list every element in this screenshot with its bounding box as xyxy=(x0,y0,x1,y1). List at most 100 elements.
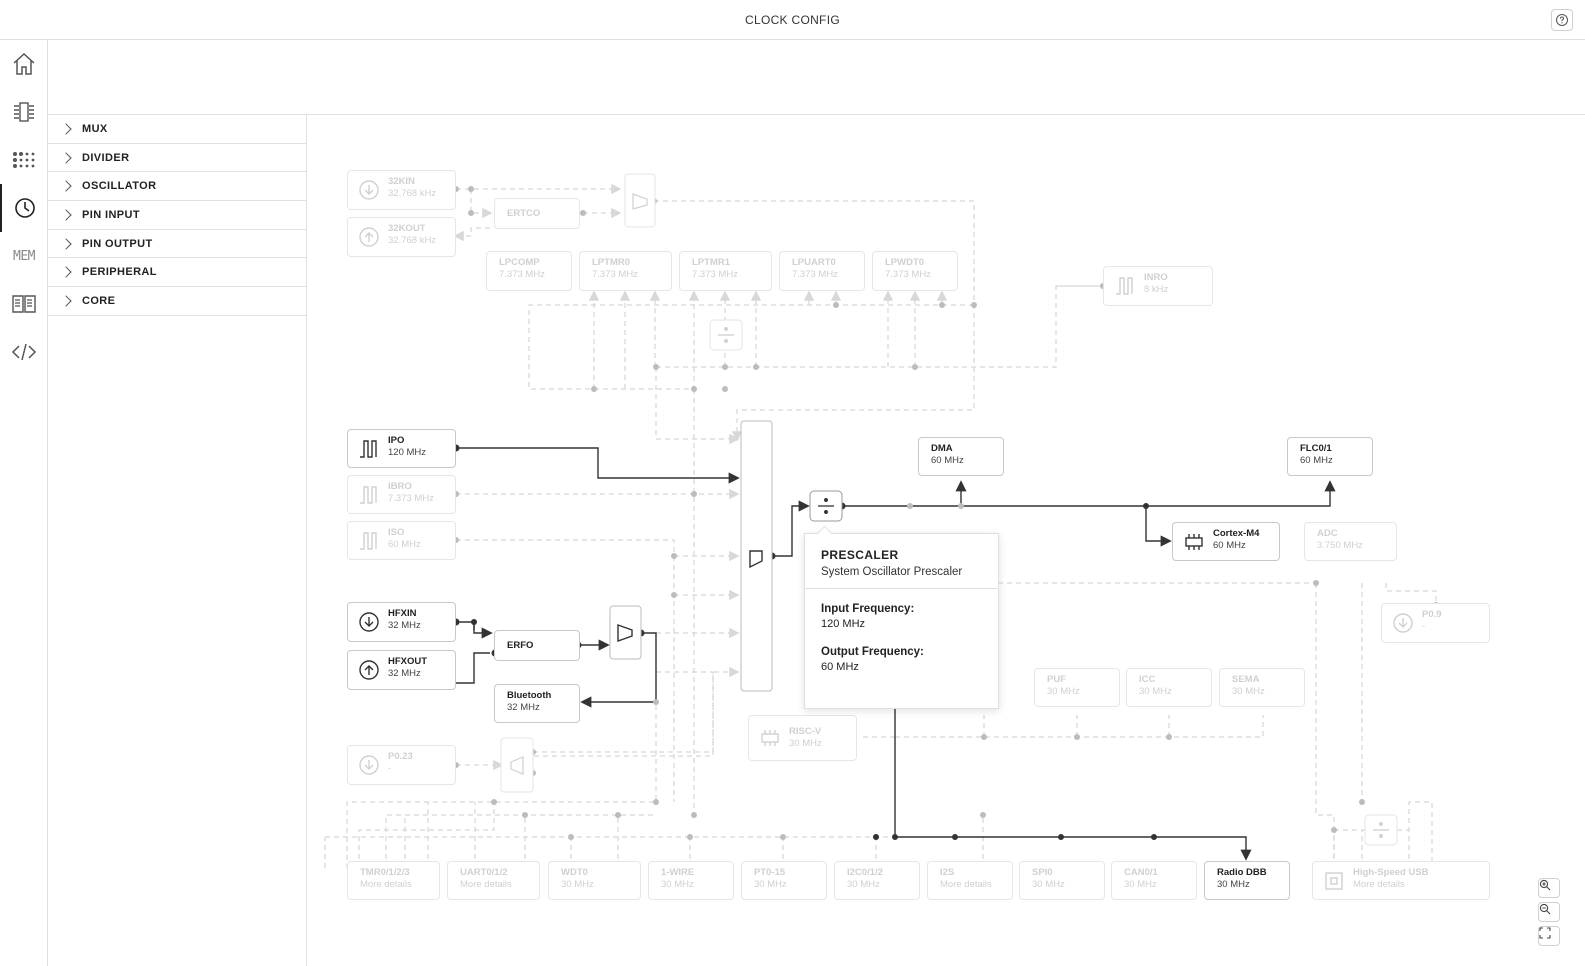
node-frequency: 30 MHz xyxy=(1032,879,1065,890)
sidebar-item-peripheral[interactable]: PERIPHERAL xyxy=(48,258,306,288)
clock-icon xyxy=(15,198,35,218)
system-mux[interactable] xyxy=(740,420,773,692)
toolbar-area xyxy=(48,40,1585,115)
node-icc[interactable]: ICC 30 MHz xyxy=(1126,668,1212,707)
node-puf[interactable]: PUF 30 MHz xyxy=(1034,668,1120,707)
node-title: P0.9 xyxy=(1422,609,1442,620)
node-i2s[interactable]: I2S More details xyxy=(927,861,1013,900)
node-sema[interactable]: SEMA 30 MHz xyxy=(1219,668,1305,707)
code-nav-button[interactable] xyxy=(0,328,48,376)
oscillator-icon xyxy=(360,439,377,458)
chevron-right-icon xyxy=(60,295,72,307)
clock-nav-button[interactable] xyxy=(0,184,48,232)
node-1-wire[interactable]: 1-WIRE 30 MHz xyxy=(648,861,734,900)
sidebar-item-pin-output[interactable]: PIN OUTPUT xyxy=(48,230,306,259)
sidebar-item-mux[interactable]: MUX xyxy=(48,115,306,144)
docs-nav-button[interactable] xyxy=(0,280,48,328)
node-can[interactable]: CAN0/1 30 MHz xyxy=(1111,861,1197,900)
usb-icon xyxy=(1325,871,1343,890)
node-spi0[interactable]: SPI0 30 MHz xyxy=(1019,861,1105,900)
zoom-out-button[interactable] xyxy=(1538,902,1560,922)
chevron-right-icon xyxy=(60,123,72,135)
oscillator-icon xyxy=(1116,277,1133,295)
output-frequency-value: 60 MHz xyxy=(821,661,859,673)
pinout-nav-button[interactable] xyxy=(0,88,48,136)
node-ertco[interactable]: ERTCO xyxy=(494,198,580,229)
node-dma[interactable]: DMA 60 MHz xyxy=(918,437,1004,476)
node-bluetooth[interactable]: Bluetooth 32 MHz xyxy=(494,684,580,723)
cpu-icon xyxy=(761,730,779,746)
sidebar-item-divider[interactable]: DIVIDER xyxy=(48,144,306,173)
sidebar-item-pin-input[interactable]: PIN INPUT xyxy=(48,201,306,230)
node-hfxout[interactable]: HFXOUT 32 MHz xyxy=(347,650,456,690)
node-frequency: 3.750 MHz xyxy=(1317,540,1363,551)
sidebar-item-label: PIN OUTPUT xyxy=(82,237,153,250)
mux-p023[interactable] xyxy=(500,737,534,793)
node-lptmr0[interactable]: LPTMR0 7.373 MHz xyxy=(579,251,672,291)
node-frequency: 7.373 MHz xyxy=(885,269,931,280)
chevron-right-icon xyxy=(60,151,72,164)
node-title: SEMA xyxy=(1232,674,1260,685)
node-frequency: 30 MHz xyxy=(1217,879,1250,890)
node-risc-v[interactable]: RISC-V 30 MHz xyxy=(748,715,857,761)
node-lpcomp[interactable]: LPCOMP 7.373 MHz xyxy=(486,251,572,291)
node-frequency: 30 MHz xyxy=(1124,879,1157,890)
top-bar: CLOCK CONFIG xyxy=(0,0,1585,40)
peripherals-nav-button[interactable] xyxy=(0,136,48,184)
chevron-right-icon xyxy=(60,180,72,192)
fit-view-button[interactable] xyxy=(1538,926,1560,946)
node-frequency: More details xyxy=(1353,879,1405,890)
node-flc[interactable]: FLC0/1 60 MHz xyxy=(1287,437,1373,476)
node-frequency: 7.373 MHz xyxy=(388,493,434,504)
node-title: ADC xyxy=(1317,528,1338,539)
node-lptmr1[interactable]: LPTMR1 7.373 MHz xyxy=(679,251,772,291)
node-erfo[interactable]: ERFO xyxy=(494,630,580,661)
node-title: DMA xyxy=(931,443,953,454)
node-cortex-m4[interactable]: Cortex-M4 60 MHz xyxy=(1172,522,1280,561)
node-inro[interactable]: INRO 8 kHz xyxy=(1103,266,1213,306)
node-32kout[interactable]: 32KOUT 32.768 kHz xyxy=(347,217,456,257)
node-title: LPWDT0 xyxy=(885,257,925,268)
node-title: HFXOUT xyxy=(388,656,428,667)
node-frequency: 32 MHz xyxy=(507,702,540,713)
node-tmr[interactable]: TMR0/1/2/3 More details xyxy=(347,861,440,900)
sidebar-item-label: OSCILLATOR xyxy=(82,180,157,193)
memory-nav-button[interactable]: MEM xyxy=(0,232,48,280)
sidebar-item-label: PERIPHERAL xyxy=(82,266,157,279)
zoom-in-icon xyxy=(1539,879,1551,891)
node-iso[interactable]: ISO 60 MHz xyxy=(347,521,456,560)
node-title: LPTMR1 xyxy=(692,257,730,268)
node-title: 32KOUT xyxy=(388,223,426,234)
sidebar-item-oscillator[interactable]: OSCILLATOR xyxy=(48,172,306,202)
clock-diagram-canvas[interactable]: 32KIN 32.768 kHz 32KOUT 32.768 kHz ERTCO… xyxy=(307,115,1585,966)
node-title: Bluetooth xyxy=(507,690,552,701)
node-high-speed-usb[interactable]: High-Speed USB More details xyxy=(1312,861,1490,900)
node-p09[interactable]: P0.9 - xyxy=(1381,603,1490,643)
home-nav-button[interactable] xyxy=(0,40,48,88)
node-ipo[interactable]: IPO 120 MHz xyxy=(347,429,456,468)
node-adc[interactable]: ADC 3.750 MHz xyxy=(1304,522,1397,561)
node-uart[interactable]: UART0/1/2 More details xyxy=(447,861,540,900)
node-title: I2S xyxy=(940,867,955,878)
node-title: IPO xyxy=(388,435,405,446)
node-pt[interactable]: PT0-15 30 MHz xyxy=(741,861,827,900)
zoom-in-button[interactable] xyxy=(1538,878,1560,898)
node-frequency: 30 MHz xyxy=(754,879,787,890)
node-radio-dbb[interactable]: Radio DBB 30 MHz xyxy=(1204,861,1290,900)
node-lpuart0[interactable]: LPUART0 7.373 MHz xyxy=(779,251,865,291)
node-frequency: 30 MHz xyxy=(1047,686,1080,697)
node-frequency: More details xyxy=(360,879,412,890)
node-frequency: 30 MHz xyxy=(1232,686,1265,697)
node-hfxin[interactable]: HFXIN 32 MHz xyxy=(347,602,456,642)
node-wdt0[interactable]: WDT0 30 MHz xyxy=(548,861,641,900)
help-button[interactable] xyxy=(1551,9,1573,31)
sidebar-item-label: CORE xyxy=(82,294,116,307)
sidebar-item-core[interactable]: CORE xyxy=(48,287,306,316)
node-i2c[interactable]: I2C0/1/2 30 MHz xyxy=(834,861,920,900)
mux-32k[interactable] xyxy=(624,173,656,228)
mux-hf[interactable] xyxy=(609,605,642,660)
node-ibro[interactable]: IBRO 7.373 MHz xyxy=(347,475,456,514)
node-lpwdt0[interactable]: LPWDT0 7.373 MHz xyxy=(872,251,958,291)
node-32kin[interactable]: 32KIN 32.768 kHz xyxy=(347,170,456,210)
node-p023[interactable]: P0.23 - xyxy=(347,745,456,785)
